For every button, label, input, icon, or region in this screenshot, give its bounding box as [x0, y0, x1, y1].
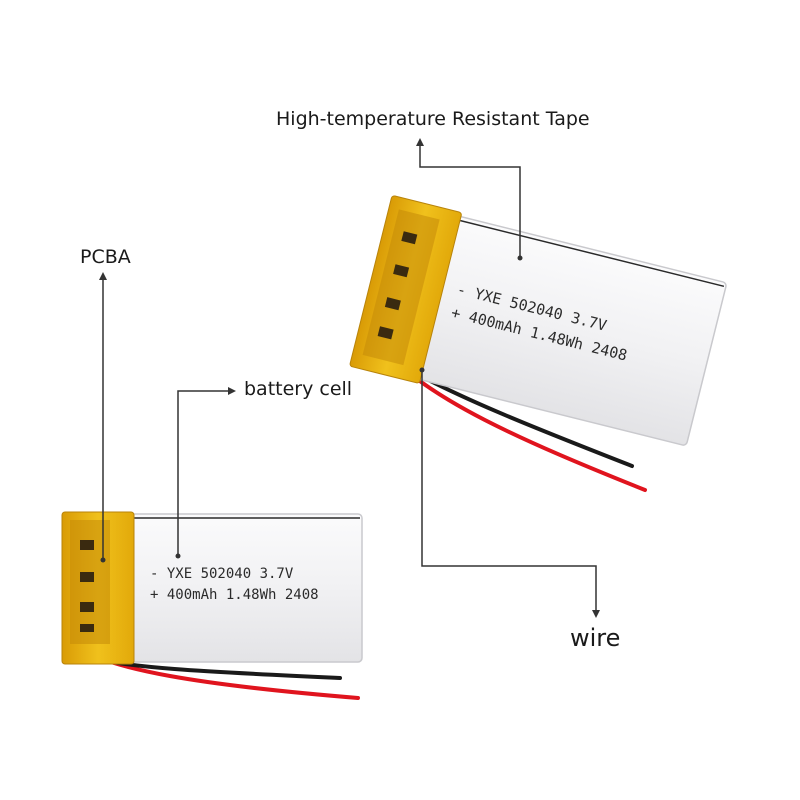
label-high-temperature-tape: High-temperature Resistant Tape [276, 108, 590, 130]
battery-left: - YXE 502040 3.7V + 400mAh 1.48Wh 2408 [61, 511, 363, 700]
battery-right: - YXE 502040 3.7V + 400mAh 1.48Wh 2408 [349, 195, 727, 492]
leader-cell-dot [175, 553, 181, 559]
label-wire: wire [570, 624, 621, 652]
leader-tape-dot [517, 255, 523, 261]
leader-pcba-dot [100, 557, 106, 563]
battery-print-line2-left: + 400mAh 1.48Wh 2408 [150, 587, 319, 603]
pcba-board-right [362, 209, 440, 366]
leader-tape [416, 138, 521, 258]
label-pcba: PCBA [80, 246, 131, 268]
leader-wire-dot [419, 367, 425, 373]
leader-wire [421, 370, 600, 618]
battery-print-line1-left: - YXE 502040 3.7V [150, 566, 294, 582]
label-battery-cell: battery cell [244, 378, 353, 400]
leader-cell [177, 387, 236, 556]
